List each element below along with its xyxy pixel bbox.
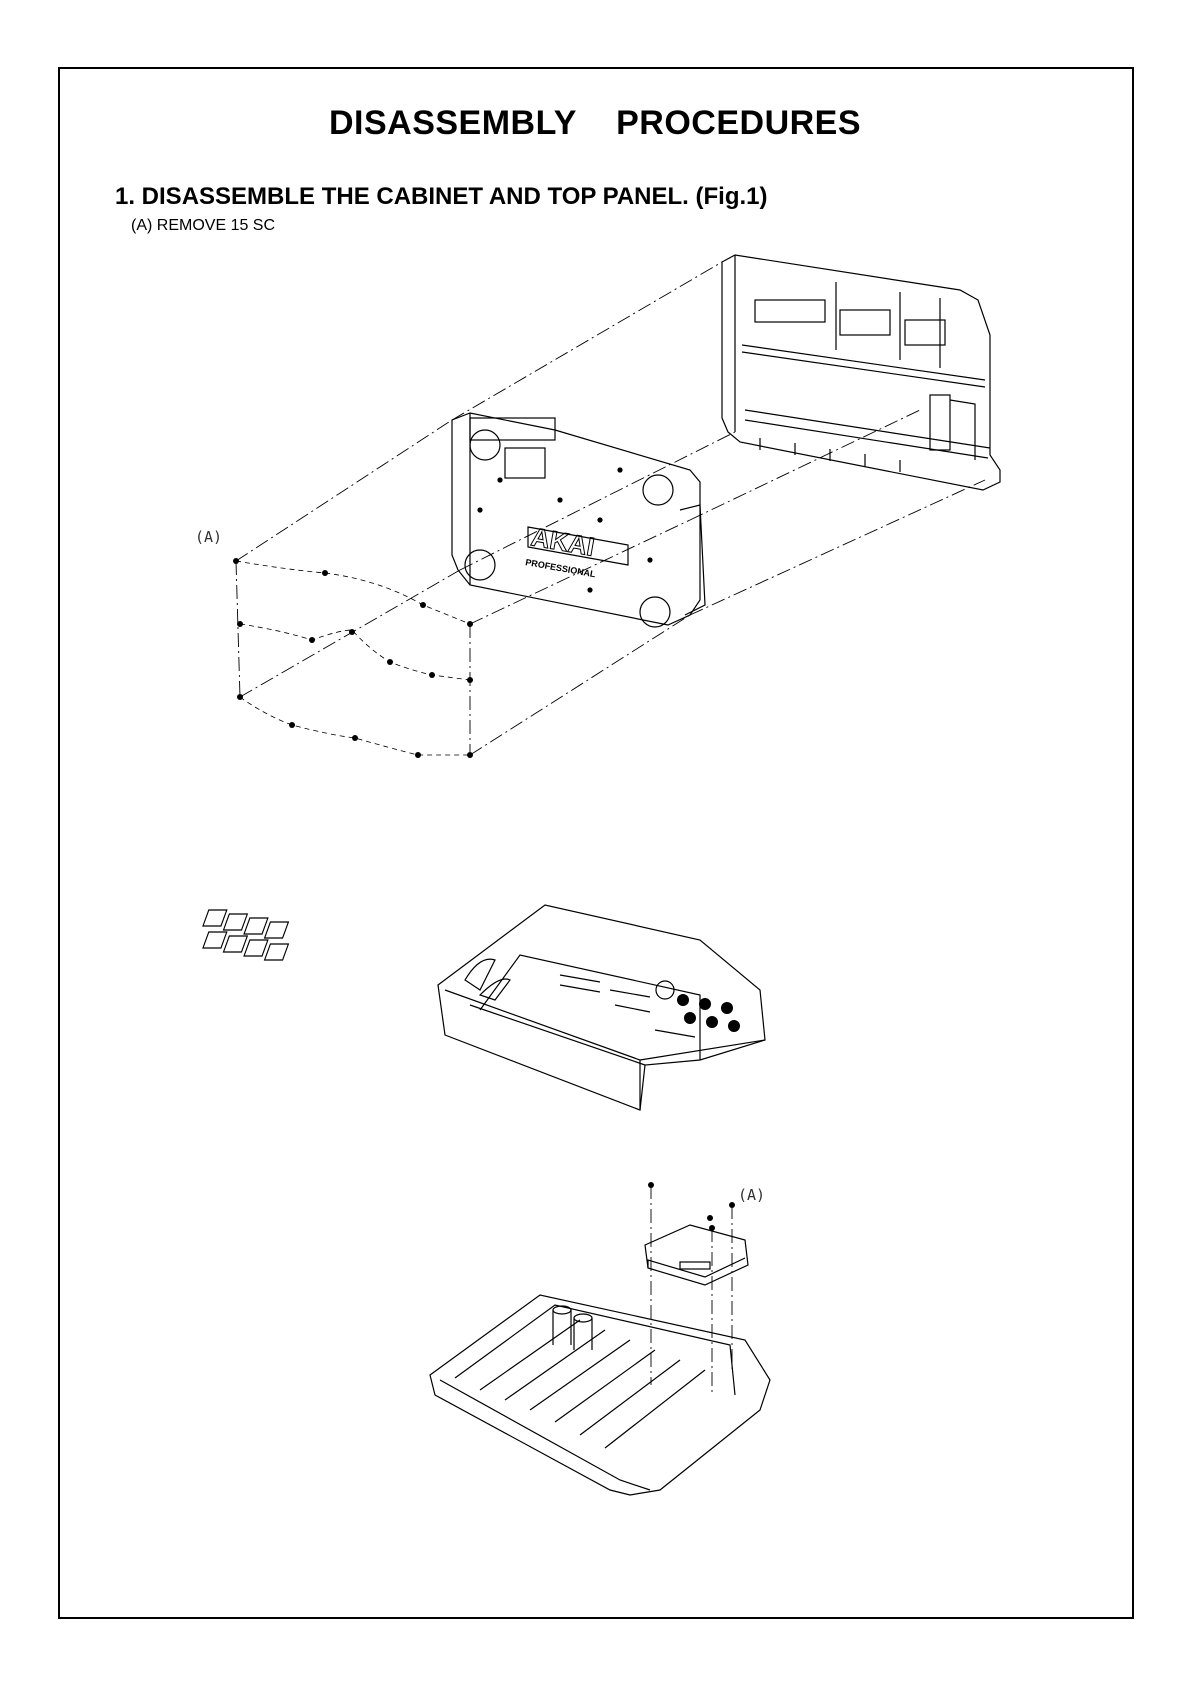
screws-board xyxy=(648,1182,735,1231)
knobs xyxy=(677,994,740,1032)
main-board xyxy=(452,413,705,627)
top-panel xyxy=(203,905,765,1110)
screws-a xyxy=(233,558,473,758)
bottom-base xyxy=(430,1295,770,1495)
logo-text: AKAI xyxy=(529,521,597,562)
screw-paths xyxy=(236,561,470,755)
board-screw-lines xyxy=(651,1185,732,1395)
rear-cabinet xyxy=(722,255,1000,490)
callout-a-left: (A) xyxy=(195,528,222,546)
callout-a-bottom: (A) xyxy=(738,1186,765,1204)
drum-pads xyxy=(203,910,288,960)
explosion-lines xyxy=(236,262,985,755)
sub-board xyxy=(645,1225,748,1285)
